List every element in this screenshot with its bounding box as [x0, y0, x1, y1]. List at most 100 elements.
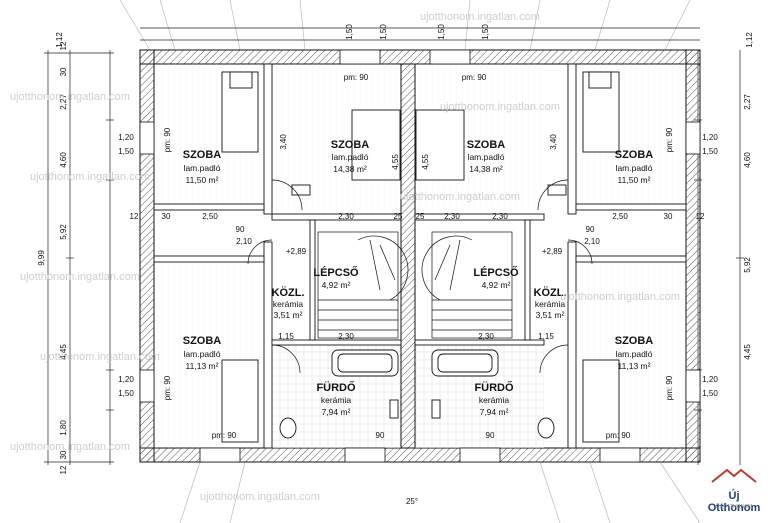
bath-fixtures	[279, 349, 555, 439]
room-floor: lam.padló	[616, 163, 653, 173]
dim-text: 25	[416, 212, 425, 221]
room-area: 14,38 m²	[469, 164, 503, 174]
room-floor: lam.padló	[468, 152, 505, 162]
dim-text: 90	[586, 225, 595, 234]
watermark-text: ujotthonom.ingatlan.com	[30, 171, 150, 183]
dim-text: 1,50	[702, 389, 718, 398]
room-area: 7,94 m²	[322, 407, 351, 417]
dim-text: 1,50	[118, 389, 134, 398]
dim-text: 30	[162, 212, 171, 221]
dim-text: 1,50	[481, 24, 490, 40]
height-labels: +2,89 +2,89 3,40 3,40 4,55 4,55	[279, 134, 563, 256]
pm-label: pm: 90	[344, 73, 369, 82]
room-name: SZOBA	[331, 139, 370, 151]
dim-text: 9,99	[37, 250, 46, 266]
dim-lines-left	[44, 50, 114, 465]
dim-text: 30	[664, 212, 673, 221]
watermark-text: ujotthonom.ingatlan.com	[420, 11, 540, 23]
watermark-text: ujotthonom.ingatlan.com	[20, 271, 140, 283]
dim-text: 90	[236, 225, 245, 234]
dim-text: 1,20	[702, 375, 718, 384]
dim-text: 1,50	[345, 24, 354, 40]
room-area: 11,13 m²	[186, 361, 219, 371]
dim-text: 25	[394, 212, 403, 221]
dim-text: 2,50	[612, 212, 628, 221]
watermark-text: ujotthonom.ingatlan.com	[40, 351, 160, 363]
room-name: KÖZL.	[534, 286, 567, 299]
room-name: SZOBA	[615, 149, 654, 161]
dim-lines-right	[694, 50, 744, 465]
room-area: 3,51 m²	[536, 310, 565, 320]
room-floor: lam.padló	[184, 163, 221, 173]
roof-lines	[119, 0, 701, 523]
dim-text: 90	[376, 431, 385, 440]
dim-text: 1,50	[379, 24, 388, 40]
dim-text: 2,30	[444, 212, 460, 221]
dim-text: 1,80	[59, 420, 68, 436]
room-name: LÉPCSŐ	[313, 266, 359, 279]
room-area: 11,50 m²	[618, 175, 651, 185]
watermark-text: ujotthonom.ingatlan.com	[440, 101, 560, 113]
room-labels: SZOBA lam.padló 11,50 m² SZOBA lam.padló…	[183, 139, 654, 417]
dim-text: 1,20	[118, 375, 134, 384]
watermarks: ujotthonom.ingatlan.com ujotthonom.ingat…	[10, 11, 680, 503]
pm-label: pm: 90	[163, 375, 172, 400]
height-label: 4,55	[421, 154, 430, 170]
dim-text: 2,10	[236, 237, 252, 246]
watermark-text: ujotthonom.ingatlan.com	[10, 91, 130, 103]
internal-walls	[153, 63, 687, 449]
room-floor: kerámia	[535, 299, 566, 309]
dim-text: 4,45	[59, 344, 68, 360]
dim-text: 2,30	[478, 332, 494, 341]
watermark-text: ujotthonom.ingatlan.com	[10, 441, 130, 453]
height-label: +2,89	[542, 247, 563, 256]
dim-text: 2,10	[584, 237, 600, 246]
dim-text: 2,30	[492, 212, 508, 221]
pm-label: pm: 90	[212, 431, 237, 440]
room-floor: kerámia	[321, 395, 352, 405]
room-name: LÉPCSŐ	[473, 266, 519, 279]
dim-texts-right: 2,27 4,60 5,92 4,45 1,20 1,50 1,20 1,50	[702, 94, 752, 398]
room-area: 4,92 m²	[482, 280, 511, 290]
dim-text: 1,50	[702, 147, 718, 156]
room-floor: lam.padló	[332, 152, 369, 162]
room-floor: lam.padló	[616, 349, 653, 359]
room-name: FÜRDŐ	[316, 381, 356, 394]
height-label: 3,40	[279, 134, 288, 150]
dim-text: 2,27	[743, 94, 752, 110]
dim-text: 12	[59, 41, 68, 50]
watermark-text: ujotthonom.ingatlan.com	[200, 491, 320, 503]
dim-text: 4,60	[743, 152, 752, 168]
dim-texts-top: 1,50 1,50 1,50 1,50 1,12 1,12	[55, 24, 754, 48]
room-floor: lam.padló	[184, 349, 221, 359]
room-area: 14,38 m²	[333, 164, 367, 174]
height-label: +2,89	[286, 247, 307, 256]
dim-text: 1,20	[702, 133, 718, 142]
pm-label: pm: 90	[606, 431, 631, 440]
room-floor: kerámia	[479, 395, 510, 405]
dim-text: 1,20	[118, 133, 134, 142]
dim-text: 1,50	[118, 147, 134, 156]
dim-text: 1,12	[745, 32, 754, 48]
room-area: 4,92 m²	[322, 280, 351, 290]
dim-text: 1,50	[437, 24, 446, 40]
logo-house-icon	[711, 468, 757, 483]
dim-text: 12	[59, 465, 68, 474]
dim-text: 12	[696, 212, 705, 221]
dim-text: 90	[486, 431, 495, 440]
room-name: FÜRDŐ	[474, 381, 514, 394]
stairs	[317, 231, 513, 339]
logo-name: Új Otthonom	[707, 490, 761, 514]
height-label: 3,40	[549, 134, 558, 150]
dim-text: 2,27	[59, 94, 68, 110]
logo-tagline: ÚJ OTTHONOM	[715, 504, 753, 510]
dim-text: 5,92	[59, 224, 68, 240]
dim-texts-left: 12 30 2,27 4,60 1,20 1,50 9,99 5,92 4,45…	[37, 41, 134, 474]
room-name: KÖZL.	[272, 286, 305, 299]
room-floor: kerámia	[273, 299, 304, 309]
dim-text: 30	[59, 450, 68, 459]
dim-text: 2,50	[202, 212, 218, 221]
room-name: SZOBA	[615, 335, 654, 347]
dim-text: 4,45	[743, 344, 752, 360]
pm-label: pm: 90	[665, 375, 674, 400]
